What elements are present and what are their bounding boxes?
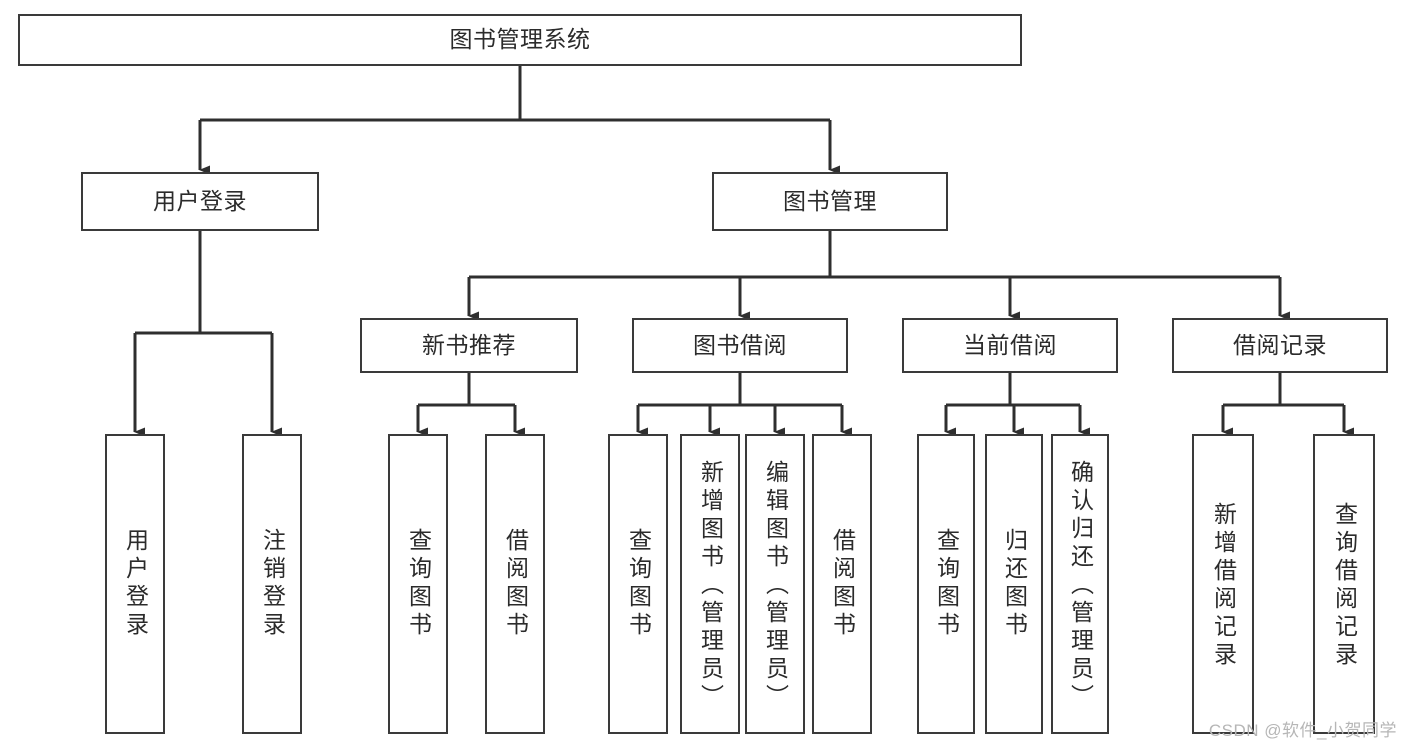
node-label: 查询图书	[933, 528, 960, 640]
node-label: 确认归还（管理员）	[1067, 460, 1094, 712]
node-leaf-br-add[interactable]: 新增借阅记录	[1192, 434, 1254, 734]
node-book-borrow[interactable]: 图书借阅	[632, 318, 848, 373]
node-label: 注销登录	[259, 528, 286, 640]
node-leaf-bb-query[interactable]: 查询图书	[608, 434, 668, 734]
node-leaf-rec-borrow[interactable]: 借阅图书	[485, 434, 545, 734]
node-current-borrow[interactable]: 当前借阅	[902, 318, 1118, 373]
node-label: 查询图书	[625, 528, 652, 640]
node-label: 图书管理	[783, 187, 877, 214]
node-label: 用户登录	[122, 528, 149, 640]
node-label: 查询借阅记录	[1331, 502, 1358, 670]
node-label: 编辑图书（管理员）	[762, 460, 789, 712]
node-label: 新增借阅记录	[1210, 502, 1237, 670]
node-label: 用户登录	[153, 187, 247, 214]
node-label: 图书借阅	[693, 331, 787, 358]
node-book-manage[interactable]: 图书管理	[712, 172, 948, 231]
node-leaf-user-login[interactable]: 用户登录	[105, 434, 165, 734]
node-leaf-user-logout[interactable]: 注销登录	[242, 434, 302, 734]
node-label: 当前借阅	[963, 331, 1057, 358]
node-root[interactable]: 图书管理系统	[18, 14, 1022, 66]
node-user-login[interactable]: 用户登录	[81, 172, 319, 231]
node-label: 借阅记录	[1233, 331, 1327, 358]
node-label: 新增图书（管理员）	[697, 460, 724, 712]
node-label: 查询图书	[405, 528, 432, 640]
node-label: 借阅图书	[502, 528, 529, 640]
node-label: 图书管理系统	[449, 26, 591, 53]
node-leaf-rec-query[interactable]: 查询图书	[388, 434, 448, 734]
node-leaf-bb-borrow[interactable]: 借阅图书	[812, 434, 872, 734]
node-leaf-cb-return[interactable]: 归还图书	[985, 434, 1043, 734]
node-label: 新书推荐	[422, 331, 516, 358]
node-label: 归还图书	[1001, 528, 1028, 640]
node-new-book-rec[interactable]: 新书推荐	[360, 318, 578, 373]
node-leaf-br-query[interactable]: 查询借阅记录	[1313, 434, 1375, 734]
node-leaf-bb-edit[interactable]: 编辑图书（管理员）	[745, 434, 805, 734]
watermark: CSDN @软件_小贺同学	[1208, 721, 1397, 740]
node-leaf-cb-query[interactable]: 查询图书	[917, 434, 975, 734]
node-leaf-bb-add[interactable]: 新增图书（管理员）	[680, 434, 740, 734]
node-borrow-record[interactable]: 借阅记录	[1172, 318, 1388, 373]
node-leaf-cb-confirm[interactable]: 确认归还（管理员）	[1051, 434, 1109, 734]
node-label: 借阅图书	[829, 528, 856, 640]
